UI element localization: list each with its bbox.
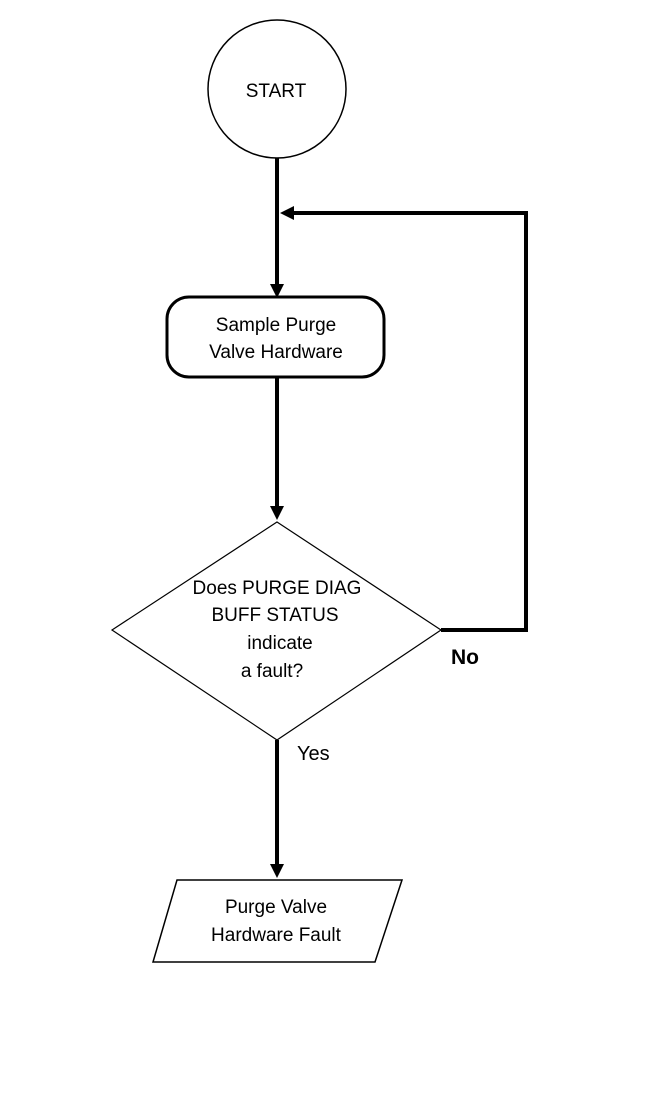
decision-diamond: [110, 521, 443, 741]
edge-sample-to-decision: [270, 377, 284, 520]
sample-node: Sample Purge Valve Hardware: [165, 295, 386, 379]
fault-node: Purge Valve Hardware Fault: [151, 879, 404, 963]
edge-no-arrowhead: [280, 206, 294, 220]
edge-no-loop: No: [280, 206, 528, 669]
start-node: START: [207, 19, 347, 159]
sample-box: [165, 295, 386, 379]
yes-label: Yes: [297, 743, 330, 765]
edge-sample-arrowhead: [270, 506, 284, 520]
start-label: START: [246, 81, 307, 102]
decision-label-line-2: BUFF STATUS: [211, 605, 338, 626]
edge-start-arrowhead: [270, 284, 284, 298]
fault-parallelogram: [151, 879, 404, 963]
edge-start-to-sample: [270, 158, 284, 298]
decision-label-line-1: Does PURGE DIAG: [193, 578, 362, 599]
decision-node: Does PURGE DIAG BUFF STATUS indicate a f…: [110, 521, 443, 741]
decision-label-line-3: indicate: [247, 633, 313, 654]
sample-label-line-2: Valve Hardware: [209, 342, 343, 363]
fault-label-line-1: Purge Valve: [225, 897, 327, 918]
sample-label-line-1: Sample Purge: [216, 315, 336, 336]
fault-label-line-2: Hardware Fault: [211, 925, 342, 946]
edge-yes: Yes: [270, 740, 330, 878]
no-label: No: [451, 646, 479, 669]
edge-yes-arrowhead: [270, 864, 284, 878]
edge-no-line: [292, 211, 528, 632]
decision-label-line-4: a fault?: [241, 661, 303, 682]
